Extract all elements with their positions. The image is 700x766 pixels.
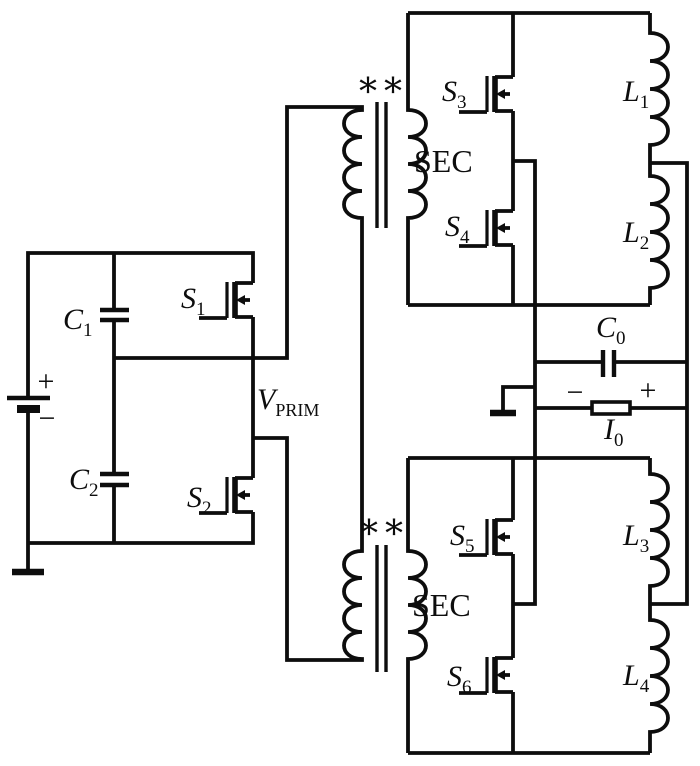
wire-input-top-loop (26, 251, 255, 398)
t1-polarity-star-1: * (359, 72, 377, 113)
wire-input-bottom-rail (28, 512, 255, 545)
wire-output-positive-column (650, 161, 689, 606)
label-output-plus: + (640, 374, 657, 407)
t2-secondary-winding (406, 458, 428, 753)
label-s1: S1 (181, 282, 206, 320)
label-s5: S5 (450, 519, 475, 557)
wire-bottom-bridge-rails (408, 456, 650, 755)
wire-top-bridge-rails (408, 11, 650, 307)
label-sec-top: SEC (414, 143, 473, 179)
ground-output-lead (501, 385, 535, 411)
label-s3: S3 (442, 75, 467, 113)
t2-polarity-star-1: * (360, 514, 378, 555)
capacitor-c2-plates (100, 471, 129, 488)
mosfet-s5 (459, 518, 513, 557)
label-sec-bottom: SEC (412, 587, 471, 623)
capacitor-c0 (535, 350, 687, 377)
capacitor-c2 (100, 471, 129, 488)
mosfet-s1 (199, 281, 253, 320)
mosfet-s6 (459, 656, 513, 695)
t2-polarity-star-2: * (385, 514, 403, 555)
label-l2: L2 (622, 216, 649, 254)
label-l3: L3 (622, 519, 649, 557)
wire-output-negative-column (513, 159, 537, 606)
label-c0: C0 (596, 311, 626, 349)
transformer-t1-core-lines (375, 102, 388, 228)
label-battery-plus: + (38, 365, 55, 398)
label-i0: I0 (603, 413, 624, 451)
label-s4: S4 (445, 210, 470, 248)
transformer-t2-core-lines (375, 545, 388, 672)
capacitor-c1-plates (100, 307, 129, 323)
mosfet-s3 (459, 75, 513, 114)
label-s2: S2 (187, 481, 212, 519)
battery (7, 395, 50, 413)
label-vprim: VPRIM (257, 383, 319, 420)
capacitor-c0-plates (600, 350, 617, 377)
t1-polarity-star-2: * (384, 72, 402, 113)
label-l4: L4 (622, 659, 650, 697)
primary-winding-loop (114, 105, 364, 662)
capacitor-c1 (100, 307, 129, 323)
transformer-t1-core (375, 102, 388, 228)
label-s6: S6 (447, 660, 472, 698)
label-output-minus: − (567, 376, 584, 409)
t1-secondary-winding (406, 13, 428, 305)
mosfet-s2 (199, 476, 253, 515)
transformer-t2-core (375, 545, 388, 672)
label-c2: C2 (69, 463, 99, 501)
ground-output (490, 385, 535, 417)
label-l1: L1 (622, 75, 649, 113)
inductor-leg-l1-l2 (648, 13, 670, 305)
mosfet-s4 (459, 209, 513, 248)
label-c1: C1 (63, 303, 93, 341)
shunt-i0 (535, 400, 687, 416)
shunt-i0-body (590, 400, 632, 416)
label-battery-minus: − (39, 402, 56, 435)
